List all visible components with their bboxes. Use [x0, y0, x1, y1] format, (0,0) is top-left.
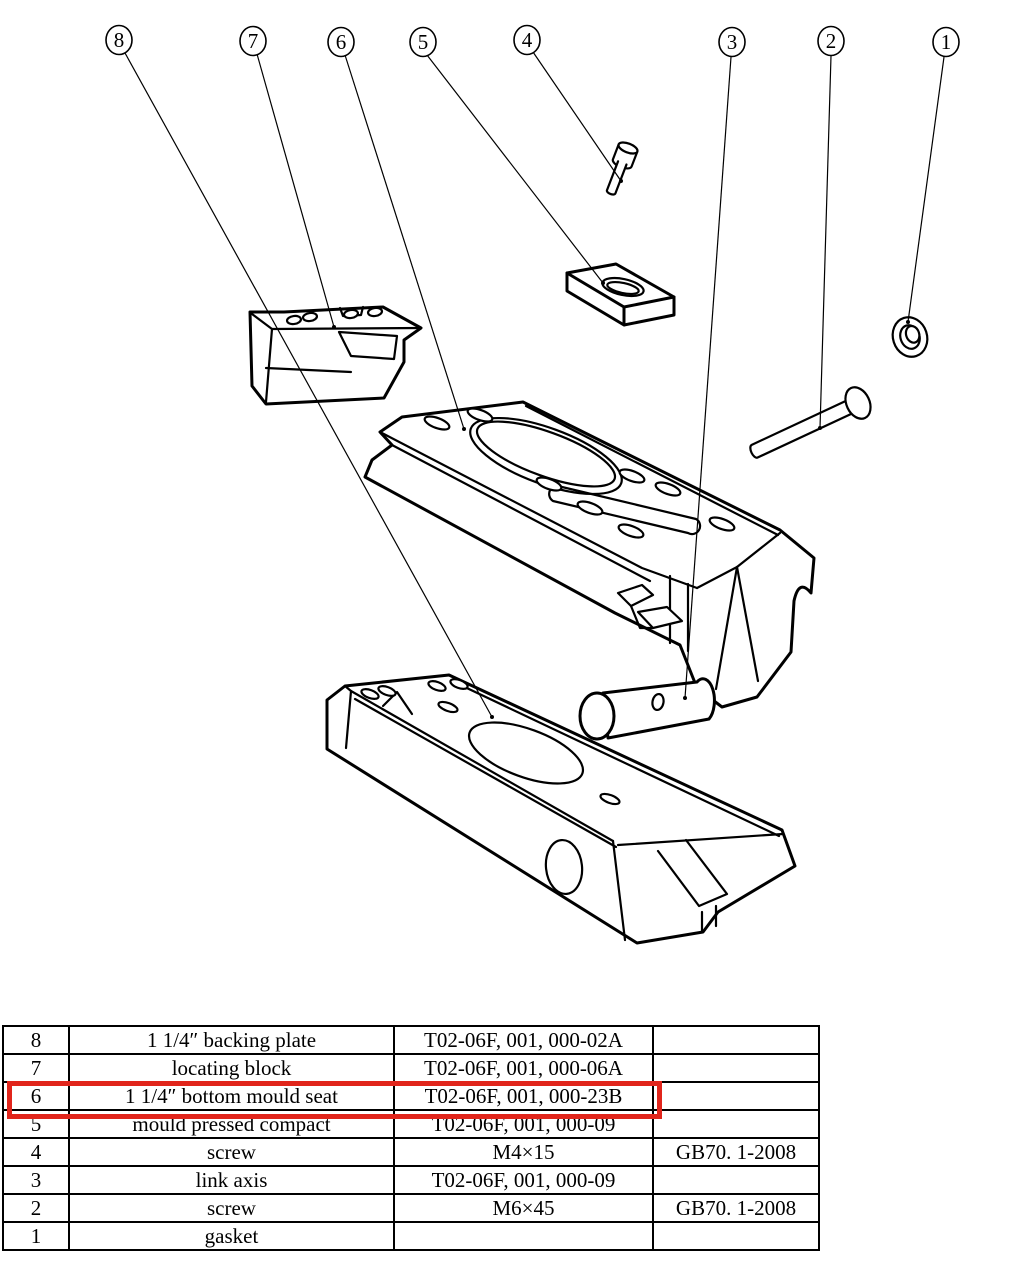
cell-name: mould pressed compact [68, 1109, 395, 1139]
part-link-axis [578, 677, 716, 741]
table-row-4: 4 screw M4×15 GB70. 1-2008 [2, 1137, 820, 1167]
cell-code: T02-06F, 001, 000-23B [393, 1081, 654, 1111]
cell-name: screw [68, 1193, 395, 1223]
parts-table: 8 1 1/4″ backing plate T02-06F, 001, 000… [2, 1025, 820, 1251]
cell-name: gasket [68, 1221, 395, 1251]
part-gasket-washer [891, 316, 929, 358]
leader-line-5 [426, 54, 604, 284]
cell-code: T02-06F, 001, 000-09 [393, 1165, 654, 1195]
cell-name: screw [68, 1137, 395, 1167]
balloon-8: 8 [105, 24, 133, 56]
cell-no: 6 [2, 1081, 70, 1111]
table-row-2: 2 screw M6×45 GB70. 1-2008 [2, 1193, 820, 1223]
part-backing-plate [325, 673, 797, 945]
balloon-2: 2 [817, 25, 845, 57]
leader-line-4 [532, 51, 622, 182]
cell-name: locating block [68, 1053, 395, 1083]
part-screw-m6 [749, 386, 872, 459]
balloon-8-label: 8 [114, 28, 125, 52]
leader-line-7 [256, 53, 335, 328]
cell-no: 4 [2, 1137, 70, 1167]
balloon-3-label: 3 [727, 30, 738, 54]
balloon-1: 1 [932, 26, 960, 58]
table-row-1: 1 gasket [2, 1221, 820, 1251]
cell-name: 1 1/4″ bottom mould seat [68, 1081, 395, 1111]
cell-code [393, 1221, 654, 1251]
balloon-6-label: 6 [336, 30, 347, 54]
cell-code: M6×45 [393, 1193, 654, 1223]
cell-std [652, 1165, 820, 1195]
balloon-2-label: 2 [826, 29, 837, 53]
cell-std [652, 1109, 820, 1139]
cell-code: T02-06F, 001, 000-09 [393, 1109, 654, 1139]
balloon-4-label: 4 [522, 28, 533, 52]
table-row-5: 5 mould pressed compact T02-06F, 001, 00… [2, 1109, 820, 1139]
cell-name: 1 1/4″ backing plate [68, 1025, 395, 1055]
part-bottom-mould-seat [363, 400, 816, 709]
cell-std: GB70. 1-2008 [652, 1193, 820, 1223]
cell-no: 8 [2, 1025, 70, 1055]
leader-line-1 [907, 56, 945, 323]
leader-line-2 [819, 55, 832, 429]
cell-code: M4×15 [393, 1137, 654, 1167]
table-row-3: 3 link axis T02-06F, 001, 000-09 [2, 1165, 820, 1195]
balloon-7: 7 [239, 25, 267, 57]
cell-code: T02-06F, 001, 000-06A [393, 1053, 654, 1083]
balloon-1-label: 1 [941, 30, 952, 54]
cell-no: 7 [2, 1053, 70, 1083]
balloon-7-label: 7 [248, 29, 259, 53]
balloons: 8 7 6 5 4 3 2 1 [105, 24, 960, 58]
cell-std [652, 1053, 820, 1083]
leader-lines [124, 51, 945, 719]
balloon-5: 5 [409, 26, 437, 58]
cell-no: 5 [2, 1109, 70, 1139]
table-row-8: 8 1 1/4″ backing plate T02-06F, 001, 000… [2, 1025, 820, 1055]
leader-line-3 [684, 56, 732, 699]
table-row-7: 7 locating block T02-06F, 001, 000-06A [2, 1053, 820, 1083]
part-locating-block [248, 305, 423, 406]
cell-std [652, 1081, 820, 1111]
cell-std: GB70. 1-2008 [652, 1137, 820, 1167]
cell-code: T02-06F, 001, 000-02A [393, 1025, 654, 1055]
cell-std [652, 1221, 820, 1251]
table-row-6: 6 1 1/4″ bottom mould seat T02-06F, 001,… [2, 1081, 820, 1111]
balloon-3: 3 [718, 26, 746, 58]
cell-no: 2 [2, 1193, 70, 1223]
cell-std [652, 1025, 820, 1055]
leader-line-8 [124, 52, 493, 718]
balloon-5-label: 5 [418, 30, 429, 54]
leader-line-6 [344, 54, 465, 430]
part-screw-m4 [605, 141, 639, 196]
balloon-4: 4 [513, 24, 541, 56]
cell-no: 3 [2, 1165, 70, 1195]
balloon-6: 6 [327, 26, 355, 58]
part-mould-pressed-compact [565, 262, 676, 327]
cell-name: link axis [68, 1165, 395, 1195]
cell-no: 1 [2, 1221, 70, 1251]
